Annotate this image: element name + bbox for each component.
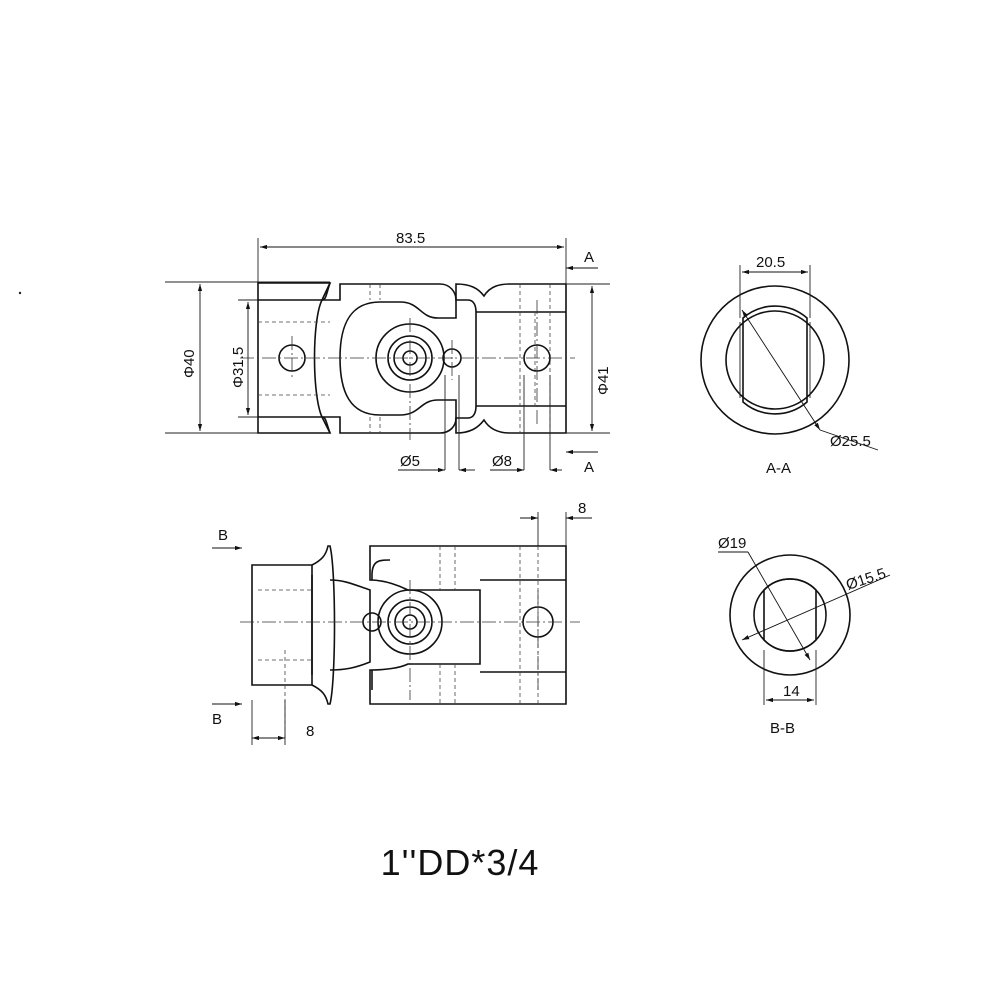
dim-section-a-flat: 20.5 xyxy=(756,254,785,271)
section-title-b: B-B xyxy=(770,720,795,737)
dim-bore-diameter-left: Φ31.5 xyxy=(230,347,247,388)
model-title: 1''DD*3/4 xyxy=(380,842,540,883)
section-marker-a-bottom: A xyxy=(584,459,594,476)
section-marker-b-top: B xyxy=(218,527,228,544)
section-marker-a-top: A xyxy=(584,249,594,266)
section-a-a: 20.5 Ø25.5 A-A xyxy=(700,254,879,477)
dim-pin-large: Ø8 xyxy=(492,453,512,470)
dim-overall-length: 83.5 xyxy=(396,230,425,247)
dim-section-a-bore: Ø25.5 xyxy=(830,433,871,450)
dim-outer-diameter-left: Φ40 xyxy=(181,349,198,378)
dim-offset-bottom-left: 8 xyxy=(306,723,314,740)
dim-offset-top-right: 8 xyxy=(578,500,586,517)
front-view-bottom: B B 8 xyxy=(212,500,592,745)
dim-section-b-bore-outer: Ø19 xyxy=(718,535,746,552)
dim-outer-diameter-right: Φ41 xyxy=(595,366,612,395)
dim-section-b-bore-inner: Ø15.5 xyxy=(844,565,888,594)
dim-pin-small: Ø5 xyxy=(400,453,420,470)
section-b-b: Ø19 Ø15.5 14 B-B xyxy=(718,535,891,737)
section-title-a: A-A xyxy=(766,460,791,477)
front-view-top: 83.5 A A Φ40 Φ31.5 xyxy=(165,230,612,476)
dim-section-b-flat: 14 xyxy=(783,683,800,700)
section-marker-b-bottom: B xyxy=(212,711,222,728)
